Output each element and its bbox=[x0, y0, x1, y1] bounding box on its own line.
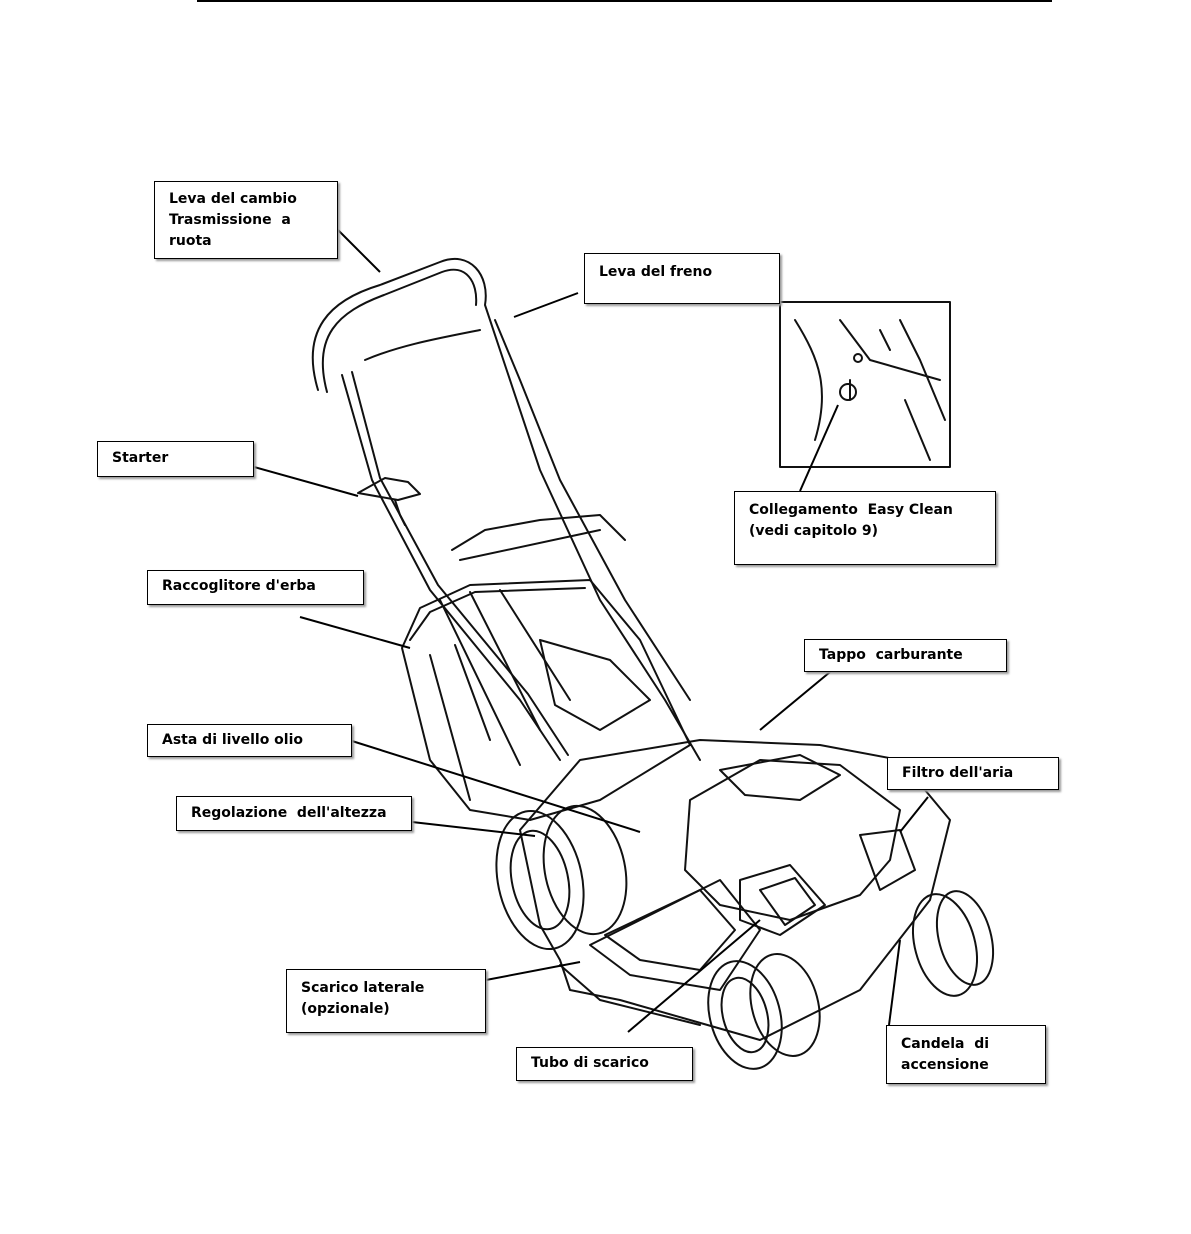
leader-line-shift bbox=[338, 230, 380, 272]
leader-line-spark bbox=[889, 940, 900, 1025]
label-spark-plug: Candela di accensione bbox=[886, 1025, 1046, 1084]
label-starter: Starter bbox=[97, 441, 254, 477]
label-side-discharge: Scarico laterale (opzionale) bbox=[286, 969, 486, 1033]
leader-line-starter bbox=[254, 467, 358, 496]
label-easy-clean: Collegamento Easy Clean (vedi capitolo 9… bbox=[734, 491, 996, 565]
label-exhaust: Tubo di scarico bbox=[516, 1047, 693, 1081]
label-height-adjust: Regolazione dell'altezza bbox=[176, 796, 412, 831]
front-left-wheel bbox=[697, 953, 793, 1077]
engine bbox=[685, 760, 900, 920]
leader-line-fuel bbox=[760, 672, 830, 730]
leader-line-brake bbox=[514, 293, 578, 317]
label-grass-catcher: Raccoglitore d'erba bbox=[147, 570, 364, 605]
grass-catcher-bag bbox=[402, 580, 690, 820]
leader-line-grass bbox=[300, 617, 410, 648]
leader-line-easy-clean bbox=[800, 405, 838, 491]
label-brake-lever: Leva del freno bbox=[584, 253, 780, 304]
leader-line-height bbox=[412, 822, 535, 836]
rear-wheel bbox=[484, 803, 595, 957]
label-air-filter: Filtro dell'aria bbox=[887, 757, 1059, 790]
easy-clean-inset bbox=[780, 302, 950, 467]
leader-line-exhaust bbox=[628, 920, 760, 1032]
label-fuel-cap: Tappo carburante bbox=[804, 639, 1007, 672]
label-shift-lever: Leva del cambio Trasmissione a ruota bbox=[154, 181, 338, 259]
leader-line-air bbox=[900, 797, 928, 832]
label-oil-dipstick: Asta di livello olio bbox=[147, 724, 352, 757]
